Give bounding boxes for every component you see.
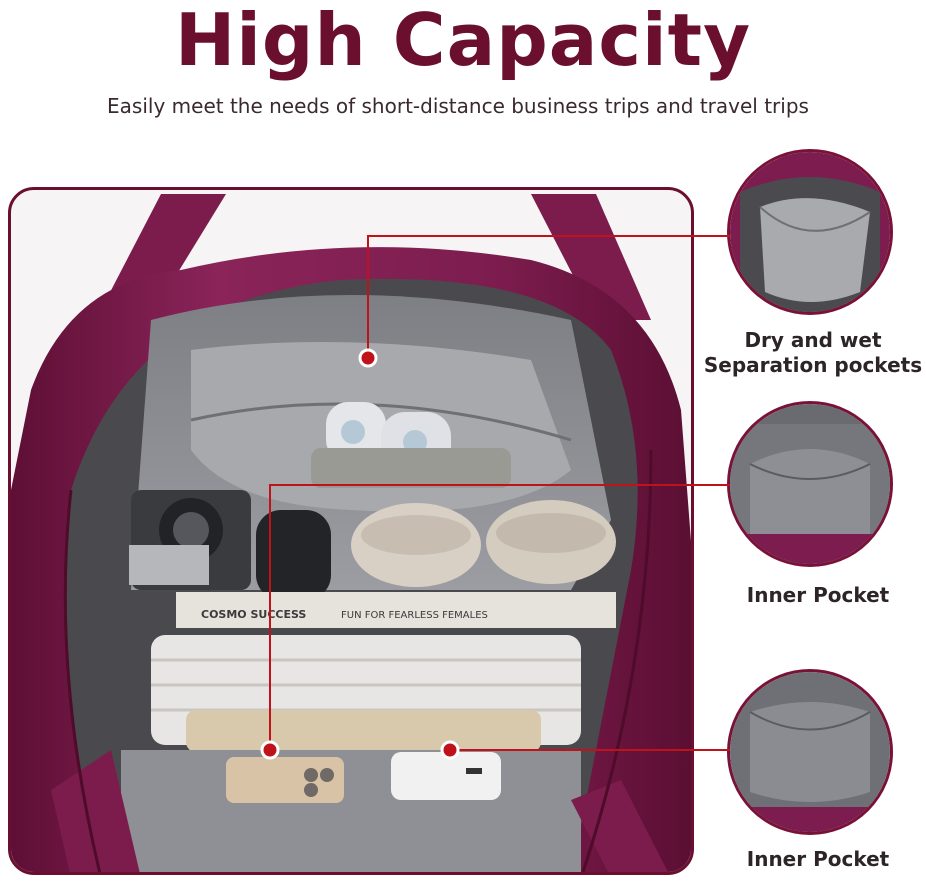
book-spine-text-1: COSMO SUCCESS — [201, 608, 306, 621]
callout-label-line-2: Separation pockets — [703, 353, 923, 377]
callout-label-inner-pocket-2: Inner Pocket — [746, 847, 890, 871]
zoom-circle-dry-wet-pocket — [727, 149, 893, 315]
bag-illustration: COSMO SUCCESS FUN FOR FEARLESS FEMALES — [11, 194, 691, 872]
bottom-handle-right — [571, 780, 668, 872]
zoom-circle-inner-pocket-2 — [727, 669, 893, 835]
page-title: High Capacity — [174, 0, 752, 82]
zoom-circle-inner-pocket-1 — [727, 401, 893, 567]
mesh-pouch — [311, 448, 511, 488]
power-bank — [391, 752, 501, 800]
book-spine-text-2: FUN FOR FEARLESS FEMALES — [341, 610, 488, 621]
camera-lens — [256, 510, 331, 600]
bottom-lining — [121, 750, 581, 872]
callout-label-inner-pocket-1: Inner Pocket — [746, 583, 890, 607]
top-handle-left — [106, 194, 226, 300]
page-subtitle: Easily meet the needs of short-distance … — [107, 94, 809, 118]
callout-label-line-1: Dry and wet — [744, 328, 882, 352]
product-photo: COSMO SUCCESS FUN FOR FEARLESS FEMALES — [8, 187, 694, 875]
bottom-handle-left — [51, 750, 140, 872]
callout-label-dry-wet: Dry and wet Separation pockets — [700, 328, 926, 378]
khaki-item — [186, 710, 541, 752]
